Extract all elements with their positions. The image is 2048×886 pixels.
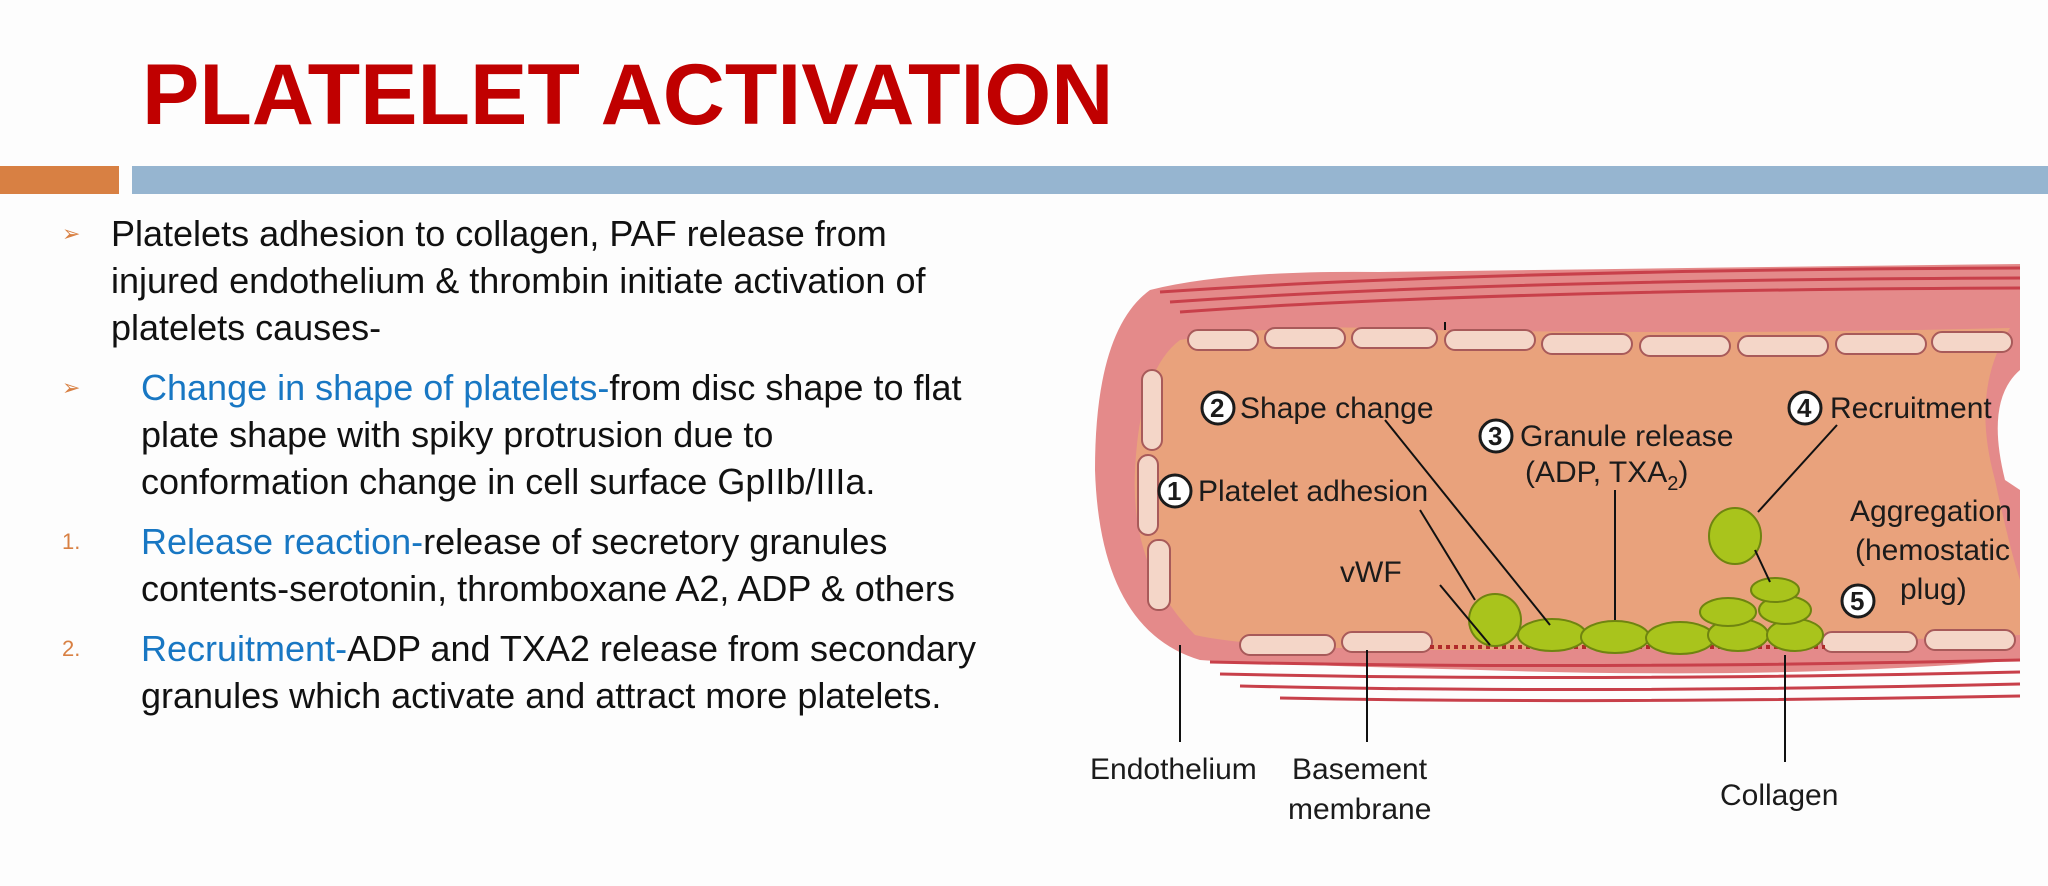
bullet-text: Recruitment-ADP and TXA2 release from se… <box>0 625 1080 719</box>
bullet-item: 1. Release reaction-release of secretory… <box>0 518 1080 612</box>
bullet-highlight: Release reaction- <box>141 521 424 562</box>
leader-lines <box>1179 322 1838 762</box>
bullet-text: Release reaction-release of secretory gr… <box>0 518 1080 612</box>
bullet-highlight: Change in shape of platelets- <box>141 367 610 408</box>
bullet-line: plate shape with spiky protrusion due to <box>141 414 774 455</box>
bullet-text: Platelets adhesion to collagen, PAF rele… <box>0 210 1080 351</box>
collagen-label: Collagen <box>1720 779 1838 812</box>
endothelium-left <box>1137 369 1171 611</box>
bullet-text: Change in shape of platelets-from disc s… <box>0 364 1080 505</box>
endothelium-bottom <box>1239 629 2016 656</box>
basement-label-line1: Basement <box>1292 753 1428 786</box>
basement-label-line2: membrane <box>1288 793 1431 826</box>
step-3-label: 3 Granule release (ADP, TXA2) <box>1478 418 1733 495</box>
step-4-label: 4 Recruitment <box>1787 390 1992 426</box>
wall-stripes-top <box>1159 266 2021 314</box>
svg-text:plug): plug) <box>1900 573 1967 606</box>
arrow-bullet-icon: ➢ <box>62 375 81 400</box>
bullet-item: ➢ Platelets adhesion to collagen, PAF re… <box>0 210 1080 351</box>
bullet-line: injured endothelium & thrombin initiate … <box>111 260 926 301</box>
wall-stripes-bottom <box>1209 658 2021 703</box>
bullet-line: ADP and TXA2 release from secondary <box>347 628 977 669</box>
svg-text:4: 4 <box>1797 393 1812 423</box>
bullet-line: from disc shape to flat <box>609 367 962 408</box>
bullet-line: release of secretory granules <box>423 521 888 562</box>
bullet-line: Platelets adhesion to collagen, PAF rele… <box>111 213 887 254</box>
step-1-label: 1 Platelet adhesion <box>1157 473 1428 509</box>
title-divider-bar <box>132 166 2048 194</box>
bullet-highlight: Recruitment- <box>141 628 348 669</box>
svg-text:Aggregation: Aggregation <box>1850 495 2012 528</box>
bullet-item: ➢ Change in shape of platelets-from disc… <box>0 364 1080 505</box>
svg-text:Recruitment: Recruitment <box>1830 392 1992 425</box>
svg-text:(hemostatic: (hemostatic <box>1855 534 2010 567</box>
svg-text:Granule release: Granule release <box>1520 420 1733 453</box>
step-2-label: 2 Shape change <box>1200 390 1434 426</box>
bullet-number: 1. <box>62 529 81 554</box>
platelet-cluster <box>1468 507 1824 655</box>
bullet-line: conformation change in cell surface GpII… <box>141 461 876 502</box>
slide-title: PLATELET ACTIVATION <box>142 47 1114 143</box>
bullet-list: ➢ Platelets adhesion to collagen, PAF re… <box>0 210 1080 732</box>
blood-vessel-illustration: 2 Shape change 1 Platelet adhesion 3 Gra… <box>1090 264 2021 826</box>
title-accent-bar <box>0 166 119 194</box>
bullet-item: 2. Recruitment-ADP and TXA2 release from… <box>0 625 1080 719</box>
endothelium-top <box>1187 327 2013 357</box>
bullet-line: contents-serotonin, thromboxane A2, ADP … <box>141 568 955 609</box>
svg-text:(ADP, TXA2): (ADP, TXA2) <box>1525 456 1688 495</box>
svg-text:5: 5 <box>1850 586 1864 616</box>
bullet-line: platelets causes- <box>111 307 382 348</box>
svg-text:3: 3 <box>1488 421 1502 451</box>
platelet-activation-diagram: 2 Shape change 1 Platelet adhesion 3 Gra… <box>1080 250 2048 840</box>
bullet-number: 2. <box>62 636 81 661</box>
svg-text:1: 1 <box>1167 476 1181 506</box>
vwf-label: vWF <box>1340 556 1402 589</box>
aggregation-label: Aggregation (hemostatic plug) <box>1850 495 2012 606</box>
arrow-bullet-icon: ➢ <box>62 221 81 246</box>
svg-text:Shape change: Shape change <box>1240 392 1434 425</box>
step-5-label: 5 <box>1840 583 1876 619</box>
bullet-line: granules which activate and attract more… <box>141 675 942 716</box>
endothelium-label: Endothelium <box>1090 753 1257 786</box>
svg-text:Platelet adhesion: Platelet adhesion <box>1198 475 1428 508</box>
svg-text:2: 2 <box>1210 393 1224 423</box>
recruitment-arrow <box>1754 549 1771 583</box>
